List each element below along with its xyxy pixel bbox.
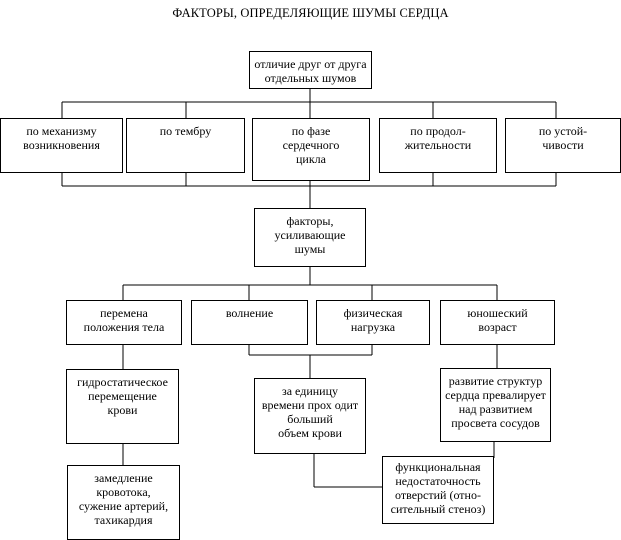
node-phase: по фазе сердечного цикла: [252, 118, 370, 181]
node-physical-load: физическая нагрузка: [316, 300, 430, 345]
node-amplifying-factors: факторы, усиливающие шумы: [254, 208, 366, 267]
node-functional: функциональная недостаточность отверстий…: [382, 456, 494, 524]
node-slowing: замедление кровотока, сужение артерий, т…: [67, 465, 180, 540]
node-heart-growth: развитие структур сердца превалирует над…: [440, 368, 551, 442]
node-excitement: волнение: [191, 300, 308, 345]
node-duration: по продол- жительности: [379, 118, 497, 173]
node-youth: юношеский возраст: [440, 300, 555, 345]
node-timbre: по тембру: [126, 118, 245, 173]
node-root: отличие друг от друга отдельных шумов: [249, 51, 372, 89]
diagram-title: ФАКТОРЫ, ОПРЕДЕЛЯЮЩИЕ ШУМЫ СЕРДЦА: [172, 6, 449, 20]
node-stability: по устой- чивости: [505, 118, 621, 173]
node-more-blood: за единицу времени прох одит больший объ…: [254, 378, 366, 454]
node-position-change: перемена положения тела: [66, 300, 182, 345]
node-mechanism: по механизму возникновения: [0, 118, 123, 173]
node-hydrostatic: гидростатическое перемещение крови: [66, 369, 179, 444]
